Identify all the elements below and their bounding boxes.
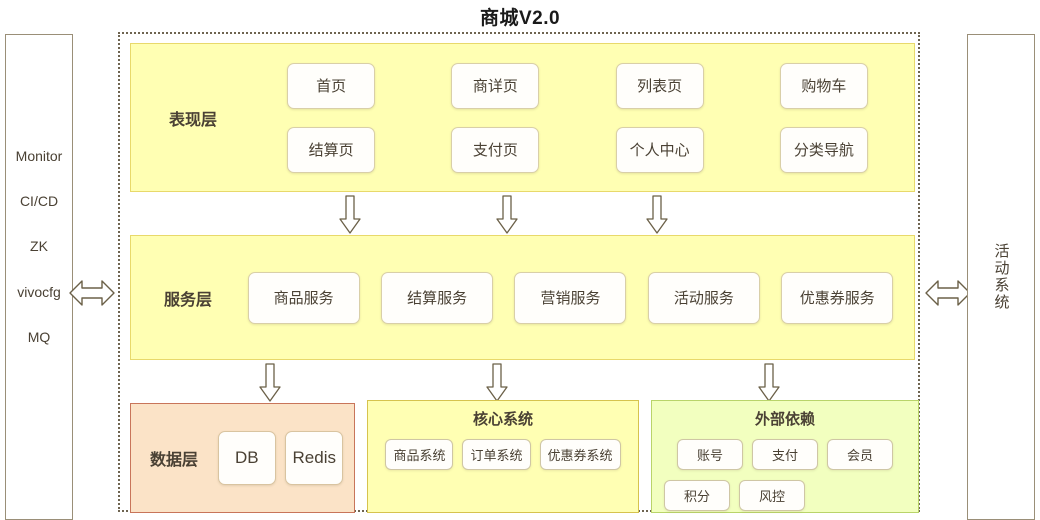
- node-coupon-service[interactable]: 优惠券服务: [781, 271, 894, 324]
- core-system-heading: 核心系统: [472, 411, 533, 428]
- data-layer-panel: 数据层 DB Redis: [130, 403, 355, 513]
- data-node-row: DB Redis: [213, 431, 354, 485]
- external-deps-chip-row-2: 积分 风控: [664, 480, 918, 511]
- data-layer-label: 数据层: [149, 452, 198, 469]
- block-arrow-down-icon: [495, 195, 519, 235]
- node-payment-page[interactable]: 支付页: [451, 126, 540, 173]
- chip-payment[interactable]: 支付: [752, 439, 818, 470]
- node-home[interactable]: 首页: [287, 62, 376, 109]
- infra-item-cicd[interactable]: CI/CD: [19, 192, 59, 209]
- chip-risk-control[interactable]: 风控: [739, 480, 805, 511]
- core-system-chip-row: 商品系统 订单系统 优惠券系统: [368, 439, 638, 470]
- presentation-node-grid: 首页 商详页 列表页 购物车 结算页 支付页 个人中心 分类导航: [249, 62, 914, 173]
- chip-membership[interactable]: 会员: [827, 439, 893, 470]
- node-shopping-cart[interactable]: 购物车: [779, 62, 868, 109]
- activity-system-label: 活动系统: [992, 243, 1010, 311]
- node-checkout-service[interactable]: 结算服务: [381, 271, 494, 324]
- node-activity-service[interactable]: 活动服务: [647, 271, 760, 324]
- node-checkout-page[interactable]: 结算页: [287, 126, 376, 173]
- node-product-detail[interactable]: 商详页: [451, 62, 540, 109]
- chip-points[interactable]: 积分: [664, 480, 730, 511]
- block-arrow-down-icon: [338, 195, 362, 235]
- block-arrow-down-icon: [485, 363, 509, 403]
- external-deps-panel: 外部依赖 账号 支付 会员 积分 风控: [651, 400, 919, 513]
- node-category-nav[interactable]: 分类导航: [779, 126, 868, 173]
- presentation-layer: 表现层 首页 商详页 列表页 购物车 结算页 支付页 个人中心 分类导航: [130, 43, 915, 192]
- infra-item-monitor[interactable]: Monitor: [15, 147, 63, 164]
- node-list-page[interactable]: 列表页: [615, 62, 704, 109]
- core-system-panel: 核心系统 商品系统 订单系统 优惠券系统: [367, 400, 639, 513]
- chip-coupon-system[interactable]: 优惠券系统: [539, 439, 621, 470]
- activity-system-column: 活动系统: [967, 34, 1035, 520]
- service-layer: 服务层 商品服务 结算服务 营销服务 活动服务 优惠券服务: [130, 235, 915, 360]
- infra-item-zk[interactable]: ZK: [30, 238, 48, 255]
- node-product-service[interactable]: 商品服务: [247, 271, 360, 324]
- double-arrow-left-icon: [68, 272, 116, 314]
- block-arrow-down-icon: [757, 363, 781, 403]
- page-title: 商城V2.0: [479, 8, 561, 29]
- service-layer-label: 服务层: [163, 291, 212, 309]
- node-redis[interactable]: Redis: [285, 431, 344, 485]
- node-user-center[interactable]: 个人中心: [615, 126, 704, 173]
- presentation-layer-label: 表现层: [168, 111, 217, 129]
- double-arrow-right-icon: [924, 272, 972, 314]
- service-node-row: 商品服务 结算服务 营销服务 活动服务 优惠券服务: [237, 271, 914, 324]
- block-arrow-down-icon: [645, 195, 669, 235]
- external-deps-heading: 外部依赖: [754, 411, 815, 428]
- infrastructure-column: Monitor CI/CD ZK vivocfg MQ: [5, 34, 73, 520]
- chip-product-system[interactable]: 商品系统: [385, 439, 454, 470]
- chip-order-system[interactable]: 订单系统: [462, 439, 531, 470]
- block-arrow-down-icon: [258, 363, 282, 403]
- infra-item-vivocfg[interactable]: vivocfg: [17, 283, 61, 300]
- node-db[interactable]: DB: [217, 431, 276, 485]
- infra-item-mq[interactable]: MQ: [27, 329, 51, 346]
- chip-account[interactable]: 账号: [677, 439, 743, 470]
- node-marketing-service[interactable]: 营销服务: [514, 271, 627, 324]
- external-deps-chip-row-1: 账号 支付 会员: [652, 439, 918, 470]
